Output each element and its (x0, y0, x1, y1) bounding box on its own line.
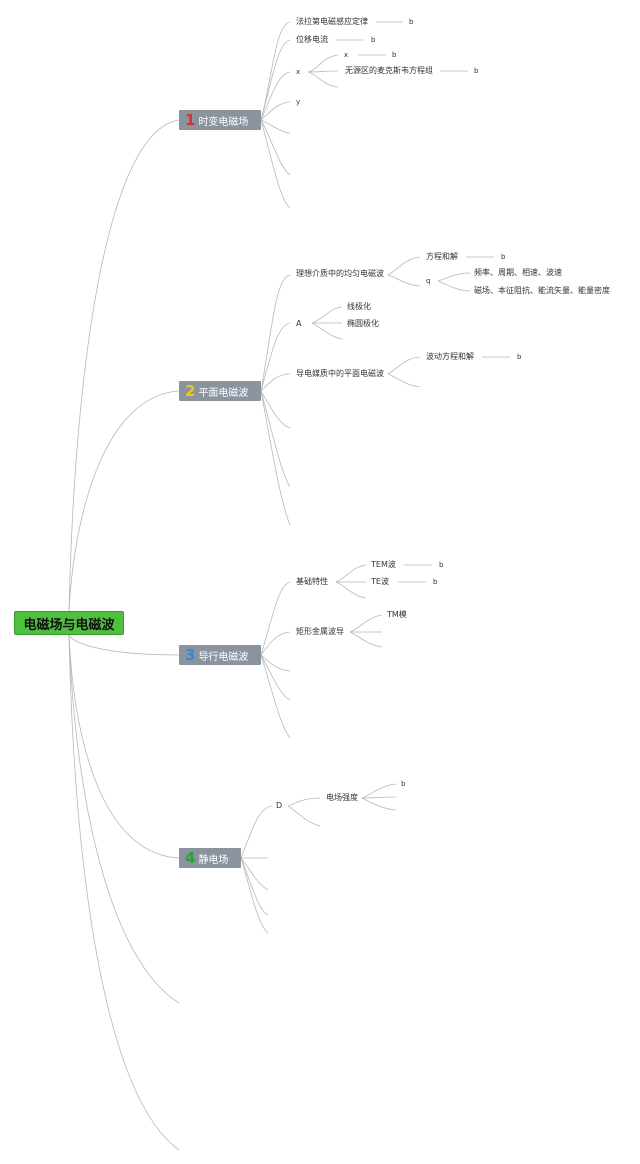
node-frequency-period[interactable]: 频率、周期、相速、波速 (474, 268, 562, 277)
root-node[interactable]: 电磁场与电磁波 (14, 611, 124, 635)
topic-time-varying-field[interactable]: 1 时变电磁场 (179, 110, 261, 130)
node-rectangular-waveguide[interactable]: 矩形金属波导 (296, 627, 344, 636)
node-displacement-current[interactable]: 位移电流 (296, 35, 328, 44)
node-tem-wave[interactable]: TEM波 (371, 560, 396, 569)
node-field-b[interactable]: b (401, 780, 406, 788)
node-displacement-b[interactable]: b (371, 36, 376, 44)
topic-label: 静电场 (198, 854, 229, 866)
connector-root-topic4 (68, 634, 180, 859)
topic-plane-wave[interactable]: 2 平面电磁波 (179, 381, 261, 401)
node-faraday-law[interactable]: 法拉第电磁感应定律 (296, 17, 368, 26)
node-q[interactable]: q (426, 277, 431, 285)
node-wave-equation[interactable]: 波动方程和解 (426, 352, 474, 361)
topic-guided-wave[interactable]: 3 导行电磁波 (179, 645, 261, 665)
node-x-x[interactable]: x (344, 51, 349, 59)
node-y[interactable]: y (296, 98, 301, 106)
node-magnetic-impedance[interactable]: 磁场、本征阻抗、能流矢量、能量密度 (474, 286, 610, 295)
node-maxwell-b[interactable]: b (474, 67, 479, 75)
root-title: 电磁场与电磁波 (23, 617, 115, 633)
topic-electrostatic-field[interactable]: 4 静电场 (179, 848, 241, 868)
topic-label: 导行电磁波 (198, 651, 249, 663)
node-x-x-b[interactable]: b (392, 51, 397, 59)
node-conductive-medium-wave[interactable]: 导电媒质中的平面电磁波 (296, 369, 384, 378)
node-x[interactable]: x (296, 68, 301, 76)
topic-label: 时变电磁场 (198, 116, 249, 128)
node-equation-solution[interactable]: 方程和解 (426, 252, 458, 261)
node-te-b[interactable]: b (433, 578, 438, 586)
node-maxwell-equations[interactable]: 无源区的麦克斯韦方程组 (345, 66, 433, 75)
node-A[interactable]: A (296, 319, 302, 328)
connector-root-topic2 (68, 390, 180, 612)
topic-number-4: 4 (185, 849, 196, 867)
node-elliptic-polarization[interactable]: 椭圆极化 (347, 319, 379, 328)
node-linear-polarization[interactable]: 线极化 (347, 302, 371, 311)
node-ideal-medium-wave[interactable]: 理想介质中的均匀电磁波 (296, 269, 384, 278)
node-tem-b[interactable]: b (439, 561, 444, 569)
connector-root-empty2 (68, 634, 180, 1151)
node-faraday-b[interactable]: b (409, 18, 414, 26)
node-te-wave[interactable]: TE波 (371, 577, 389, 586)
topic-label: 平面电磁波 (198, 387, 249, 399)
connector-root-topic3 (68, 634, 180, 656)
node-equation-b[interactable]: b (501, 253, 506, 261)
node-tm-mode[interactable]: TM模 (387, 610, 407, 619)
node-electric-field-intensity[interactable]: 电场强度 (326, 793, 358, 802)
node-basic-properties[interactable]: 基础特性 (296, 577, 328, 586)
connector-root-topic1 (68, 119, 180, 612)
topic-number-2: 2 (185, 382, 196, 400)
node-wave-b[interactable]: b (517, 353, 522, 361)
node-D[interactable]: D (276, 801, 283, 810)
topic-number-3: 3 (185, 646, 196, 664)
connector-root-empty1 (68, 634, 180, 1004)
topic-number-1: 1 (185, 111, 196, 129)
